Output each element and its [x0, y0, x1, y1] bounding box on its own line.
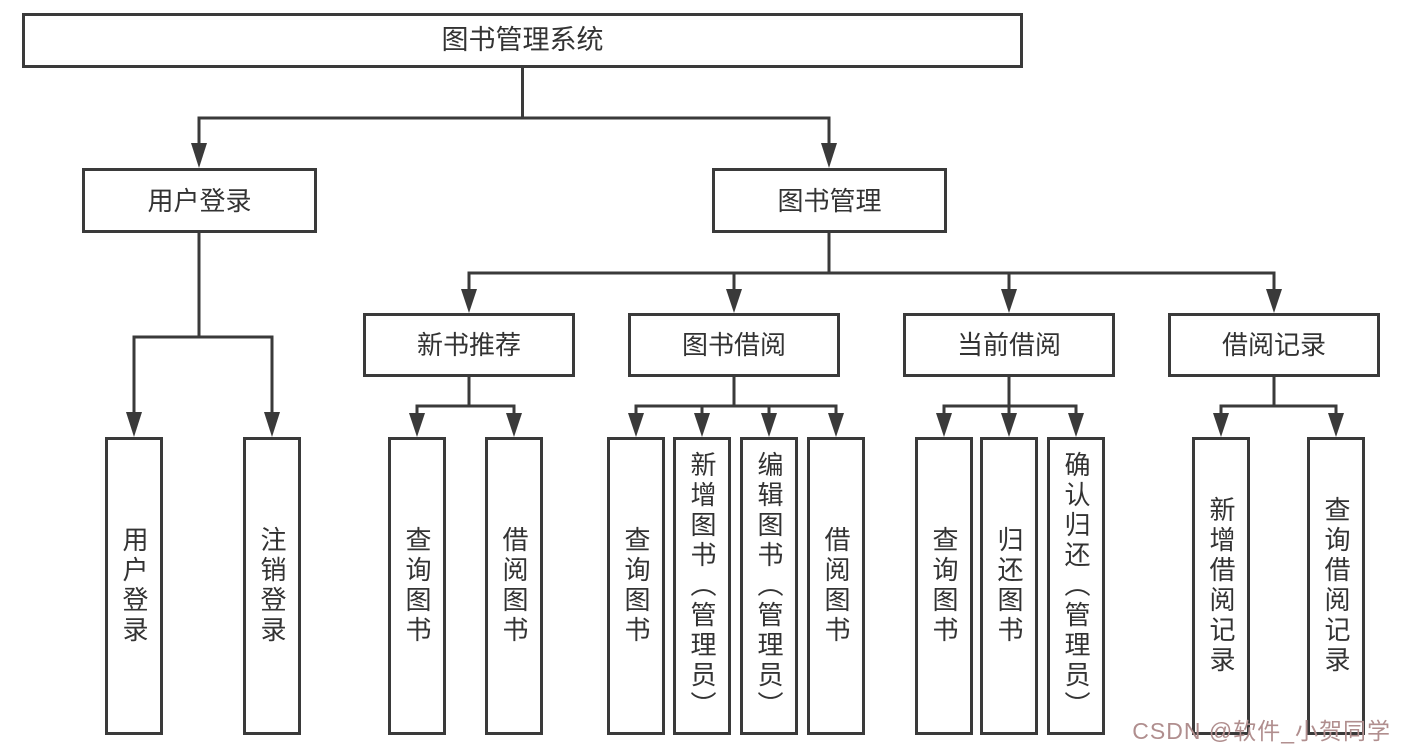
node-label: 图书管理: [777, 185, 882, 216]
node-label: 新增图书（管理员）: [687, 451, 717, 721]
leaf-return-book: 归还图书: [980, 437, 1038, 735]
node-label: 新书推荐: [416, 330, 521, 360]
node-label: 图书借阅: [681, 330, 786, 360]
leaf-logout: 注销登录: [243, 437, 301, 735]
node-label: 注销登录: [257, 526, 287, 646]
node-label: 查询借阅记录: [1321, 496, 1351, 676]
node-label: 查询图书: [929, 526, 959, 646]
node-label: 查询图书: [621, 526, 651, 646]
node-label: 用户登录: [147, 185, 252, 216]
node-label: 借阅图书: [499, 526, 529, 646]
node-label: 归还图书: [994, 526, 1024, 646]
node-label: 查询图书: [402, 526, 432, 646]
leaf-query-books: 查询图书: [915, 437, 973, 735]
leaf-query-books: 查询图书: [388, 437, 446, 735]
node-label: 编辑图书（管理员）: [754, 451, 784, 721]
node-current-borrow: 当前借阅: [903, 313, 1115, 377]
leaf-confirm-return-admin: 确认归还（管理员）: [1047, 437, 1105, 735]
node-user-login: 用户登录: [82, 168, 317, 233]
node-book-management: 图书管理: [712, 168, 947, 233]
node-new-book-recommend: 新书推荐: [363, 313, 575, 377]
leaf-user-login: 用户登录: [105, 437, 163, 735]
node-label: 借阅图书: [821, 526, 851, 646]
leaf-query-borrow-record: 查询借阅记录: [1307, 437, 1365, 735]
leaf-add-borrow-record: 新增借阅记录: [1192, 437, 1250, 735]
node-label: 新增借阅记录: [1206, 496, 1236, 676]
node-label: 借阅记录: [1221, 330, 1326, 360]
leaf-query-books: 查询图书: [607, 437, 665, 735]
leaf-borrow-books: 借阅图书: [485, 437, 543, 735]
leaf-edit-book-admin: 编辑图书（管理员）: [740, 437, 798, 735]
node-label: 图书管理系统: [441, 25, 604, 55]
csdn-watermark: CSDN @软件_小贺同学: [1132, 718, 1391, 744]
node-library-management-system: 图书管理系统: [22, 13, 1023, 68]
node-label: 确认归还（管理员）: [1061, 451, 1091, 721]
node-label: 当前借阅: [956, 330, 1061, 360]
node-book-borrow: 图书借阅: [628, 313, 840, 377]
leaf-add-book-admin: 新增图书（管理员）: [673, 437, 731, 735]
node-borrow-record: 借阅记录: [1168, 313, 1380, 377]
arrowheads: [126, 143, 1344, 437]
leaf-borrow-books: 借阅图书: [807, 437, 865, 735]
node-label: 用户登录: [119, 526, 149, 646]
